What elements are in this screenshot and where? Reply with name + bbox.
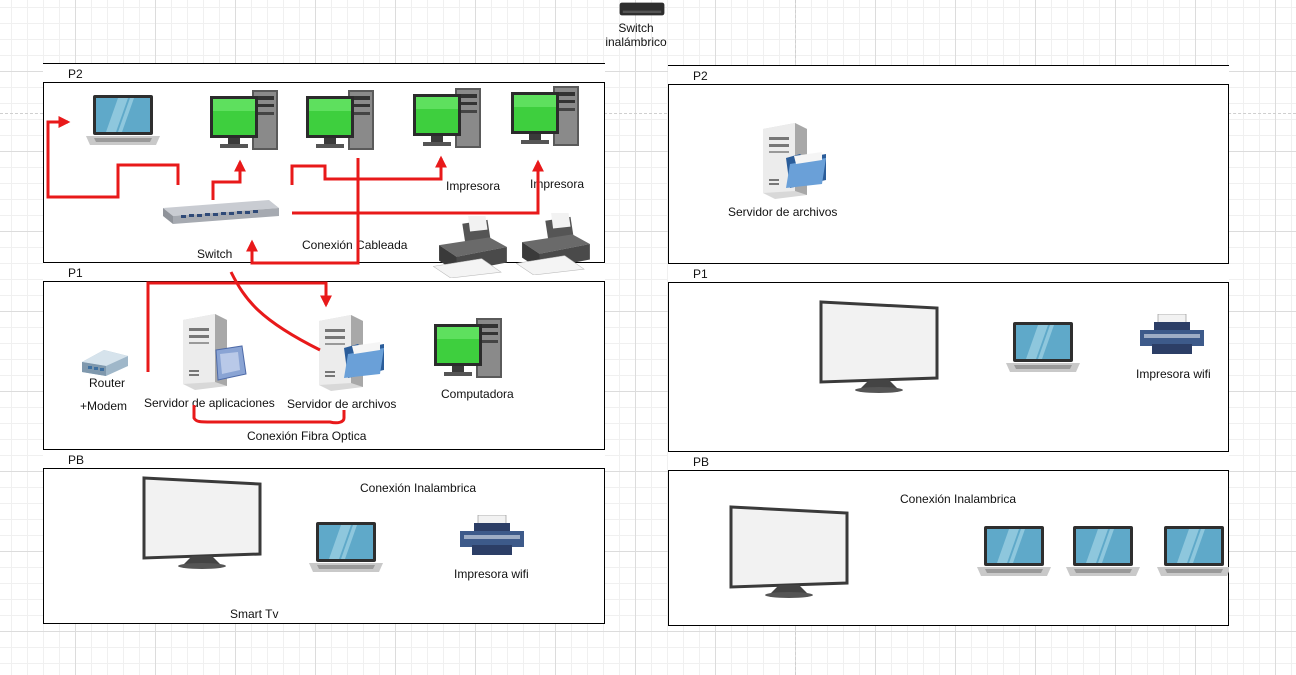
desktop-computer-icon[interactable] — [511, 84, 581, 148]
switch-label: Switch — [197, 247, 233, 261]
laptop-icon[interactable] — [84, 93, 162, 149]
fiber-connection-label: Conexión Fibra Optica — [247, 429, 367, 443]
folder-icon — [344, 342, 384, 378]
left-p2-header: P2 — [43, 63, 605, 83]
router-label: Router — [89, 376, 126, 390]
smart-tv-label: Smart Tv — [230, 607, 279, 621]
folder-icon — [786, 152, 826, 188]
printer-icon[interactable] — [433, 216, 511, 278]
wireless-connection-label: Conexión Inalambrica — [900, 492, 1017, 506]
desktop-computer-icon[interactable] — [306, 88, 376, 152]
laptop-icon[interactable] — [307, 520, 385, 576]
printer-label: Impresora — [446, 179, 501, 193]
right-pb-header: PB — [668, 451, 1229, 471]
printer-icon[interactable] — [516, 213, 594, 275]
printer-label: Impresora — [530, 177, 585, 191]
router-icon[interactable] — [78, 346, 132, 380]
app-server-label: Servidor de aplicaciones — [144, 396, 275, 410]
laptop-icon[interactable] — [975, 524, 1053, 580]
wireless-switch-icon[interactable] — [618, 0, 666, 18]
right-p1-header: P1 — [668, 263, 1229, 283]
laptop-icon[interactable] — [1155, 524, 1229, 580]
smart-tv-icon[interactable] — [142, 476, 262, 572]
modem-label: +Modem — [80, 399, 128, 413]
left-pb-header: PB — [43, 449, 605, 469]
desktop-computer-icon[interactable] — [210, 88, 280, 152]
smart-tv-icon[interactable] — [819, 300, 939, 396]
wireless-connection-label: Conexión Inalambrica — [360, 481, 477, 495]
desktop-computer-icon[interactable] — [434, 316, 504, 380]
wifi-printer-icon[interactable] — [458, 515, 526, 561]
wifi-printer-icon[interactable] — [1138, 314, 1206, 360]
laptop-icon[interactable] — [1004, 320, 1082, 376]
network-switch-icon[interactable] — [157, 200, 281, 226]
wifi-printer-label: Impresora wifi — [454, 567, 529, 581]
wifi-printer-label: Impresora wifi — [1136, 367, 1211, 381]
computer-label: Computadora — [441, 387, 514, 401]
file-server-label: Servidor de archivos — [728, 205, 838, 219]
wired-connection-label: Conexión Cableada — [302, 238, 408, 252]
file-server-label: Servidor de archivos — [287, 397, 397, 411]
laptop-icon[interactable] — [1064, 524, 1142, 580]
smart-tv-icon[interactable] — [729, 505, 849, 601]
desktop-computer-icon[interactable] — [413, 86, 483, 150]
right-p2-header: P2 — [668, 65, 1229, 85]
app-badge-icon — [215, 345, 247, 381]
